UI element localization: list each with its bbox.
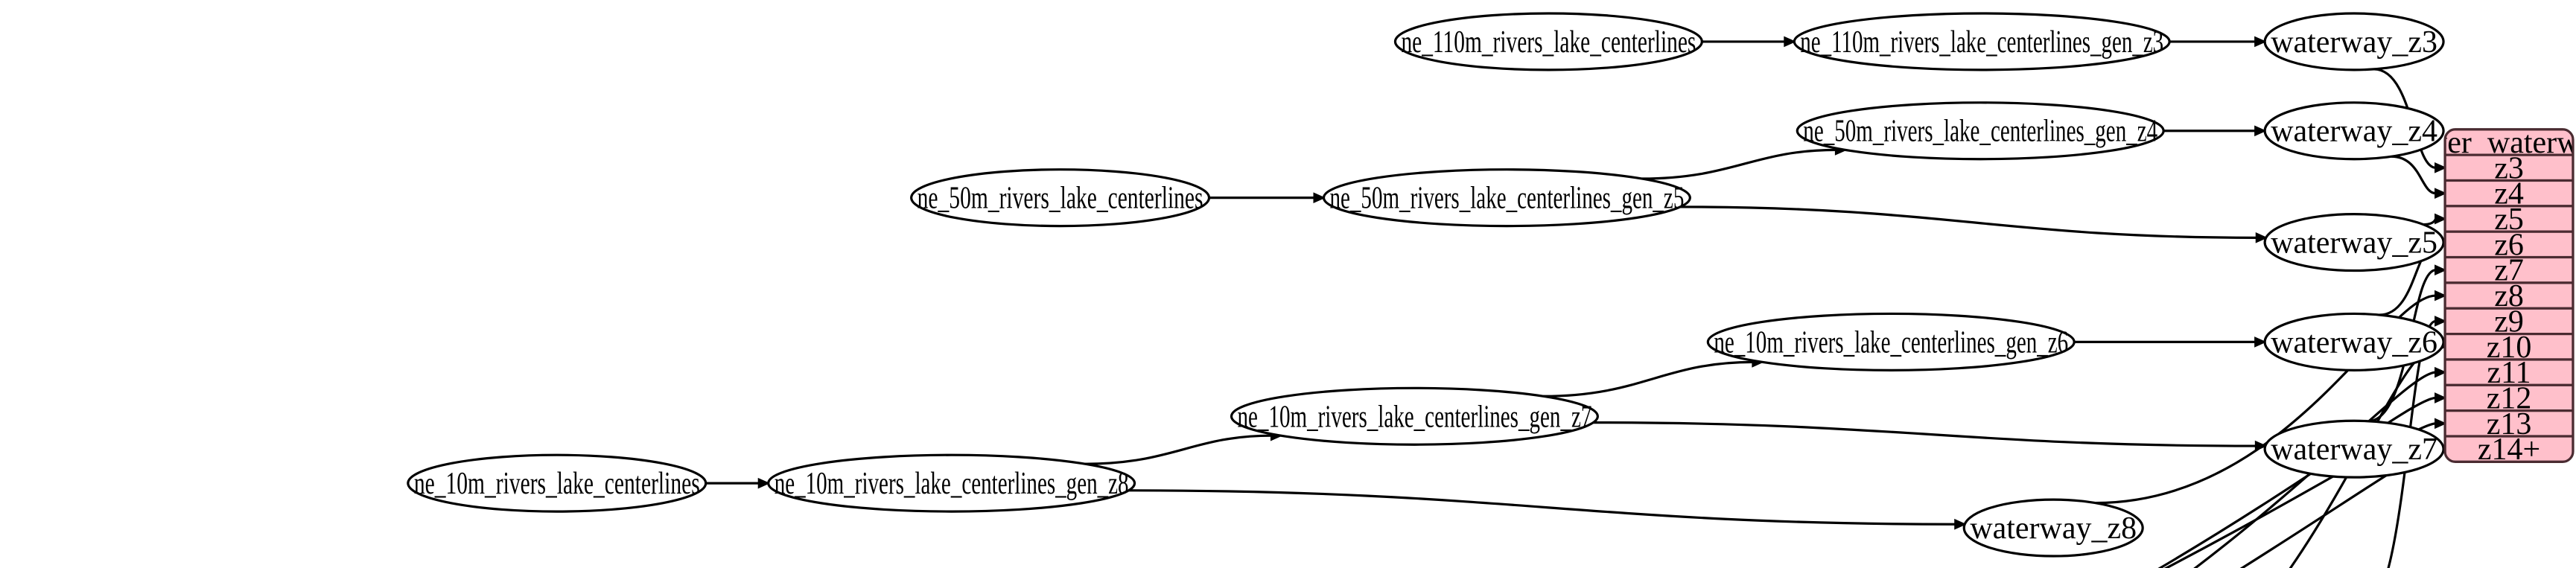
graph-node-ne-10m-rivers-lake-centerlines-gen-z7[interactable]: ne_10m_rivers_lake_centerlines_gen_z7 <box>1230 386 1599 446</box>
edge-line <box>1641 148 1836 180</box>
layer-table-row-z11[interactable] <box>2445 358 2574 386</box>
node-ellipse <box>1962 498 2144 558</box>
node-ellipse <box>407 453 707 513</box>
edge-arrowhead <box>2435 392 2447 403</box>
layer-table-row-z7[interactable] <box>2445 255 2574 284</box>
graph-node-ne-10m-rivers-lake-centerlines-gen-z8[interactable]: ne_10m_rivers_lake_centerlines_gen_z8 <box>767 453 1136 513</box>
edge-line <box>2289 345 2436 568</box>
layer-table-row-z14plus[interactable] <box>2445 435 2574 462</box>
graph-edge <box>2391 155 2447 199</box>
edge-arrowhead <box>2254 36 2267 48</box>
node-ellipse <box>2263 312 2445 371</box>
layer-table-row-z6[interactable] <box>2445 230 2574 259</box>
graph-edge <box>705 477 771 489</box>
edge-arrowhead <box>2435 418 2447 430</box>
layer-table-row-z13[interactable] <box>2445 409 2574 438</box>
graph-edge <box>2169 36 2267 48</box>
graph-edge <box>2423 213 2447 226</box>
edge-arrowhead <box>2435 162 2447 173</box>
graph-edge <box>2193 366 2447 568</box>
edge-arrowhead <box>757 477 771 489</box>
node-ellipse <box>1230 386 1599 446</box>
edge-arrowhead <box>2255 232 2268 243</box>
edge-arrowhead <box>1954 518 1967 530</box>
layer-table-row-z9[interactable] <box>2445 307 2574 336</box>
layer-table-row-z8[interactable] <box>2445 281 2574 310</box>
graph-node-waterway-z6[interactable]: waterway_z6 <box>2263 312 2445 371</box>
node-ellipse <box>2263 101 2445 161</box>
edge-line <box>1085 434 1272 465</box>
layer-table-row-z10[interactable] <box>2445 333 2574 361</box>
edge-line <box>1543 360 1753 398</box>
graph-node-waterway-z5[interactable]: waterway_z5 <box>2263 213 2445 272</box>
graph-node-waterway-z3[interactable]: waterway_z3 <box>2263 12 2445 71</box>
layer-table-outline <box>2443 128 2575 463</box>
layer-table-row-z12[interactable] <box>2445 383 2574 412</box>
node-ellipse <box>767 453 1136 513</box>
edge-arrowhead <box>2254 336 2267 348</box>
node-ellipse <box>1393 12 1703 71</box>
node-ellipse <box>2263 12 2445 71</box>
layer-table-row-z5[interactable] <box>2445 205 2574 233</box>
graph-node-ne-50m-rivers-lake-centerlines[interactable]: ne_50m_rivers_lake_centerlines <box>910 168 1211 228</box>
node-ellipse <box>2263 419 2445 479</box>
edge-arrowhead <box>1313 192 1326 203</box>
graph-edge <box>1209 192 1326 203</box>
layer-table-header[interactable] <box>2445 129 2574 156</box>
graph-edge <box>2163 125 2267 137</box>
edge-arrowhead <box>2435 366 2447 378</box>
graph-node-ne-110m-rivers-lake-centerlines-gen-z3[interactable]: ne_110m_rivers_lake_centerlines_gen_z3 <box>1793 12 2171 71</box>
graph-edge <box>1702 36 1796 48</box>
node-ellipse <box>1793 12 2171 71</box>
edge-line <box>1593 421 2257 447</box>
edge-arrowhead <box>2435 213 2447 225</box>
graph-node-waterway-z8[interactable]: waterway_z8 <box>1962 498 2144 558</box>
graph-node-ne-10m-rivers-lake-centerlines[interactable]: ne_10m_rivers_lake_centerlines <box>407 453 707 513</box>
edge-line <box>1128 489 1956 526</box>
edge-line <box>2193 371 2436 568</box>
node-ellipse <box>1706 312 2076 371</box>
graph-node-waterway-z4[interactable]: waterway_z4 <box>2263 101 2445 161</box>
layer-table-row-z4[interactable] <box>2445 179 2574 208</box>
graph-node-ne-110m-rivers-lake-centerlines[interactable]: ne_110m_rivers_lake_centerlines <box>1393 12 1703 71</box>
edge-arrowhead <box>2435 188 2447 199</box>
edge-line <box>2239 447 2436 568</box>
edge-arrowhead <box>2435 290 2447 301</box>
graph-edge <box>1641 144 1848 180</box>
graph-node-ne-50m-rivers-lake-centerlines-gen-z4[interactable]: ne_50m_rivers_lake_centerlines_gen_z4 <box>1796 101 2165 161</box>
node-ellipse <box>2263 213 2445 272</box>
graph-node-waterway-z7[interactable]: waterway_z7 <box>2263 419 2445 479</box>
graph-edge <box>1680 205 2268 243</box>
graph-edge <box>2074 336 2267 348</box>
graph-node-ne-10m-rivers-lake-centerlines-gen-z6[interactable]: ne_10m_rivers_lake_centerlines_gen_z6 <box>1706 312 2076 371</box>
edge-line <box>2391 155 2436 195</box>
graph-edge <box>1543 357 1764 398</box>
layer-table-row-z3[interactable] <box>2445 153 2574 182</box>
graph-edge <box>2095 290 2447 505</box>
edge-arrowhead <box>1784 36 1796 48</box>
nodes-layer: imposm3osm_waterway_linestringosm_import… <box>407 12 2445 558</box>
edge-arrowhead <box>2435 316 2447 327</box>
graph-edge <box>1128 489 1967 530</box>
edge-arrowhead <box>2435 264 2447 276</box>
edge-line <box>2095 294 2436 505</box>
graph-edge <box>1085 430 1283 465</box>
node-ellipse <box>1796 101 2165 161</box>
edge-arrowhead <box>2254 125 2267 137</box>
graph-node-ne-50m-rivers-lake-centerlines-gen-z5[interactable]: ne_50m_rivers_lake_centerlines_gen_z5 <box>1322 168 1691 228</box>
graph-edge <box>1593 421 2268 452</box>
node-ellipse <box>910 168 1211 228</box>
edge-line <box>2423 217 2437 226</box>
edge-line <box>1680 205 2257 239</box>
node-ellipse <box>1322 168 1691 228</box>
